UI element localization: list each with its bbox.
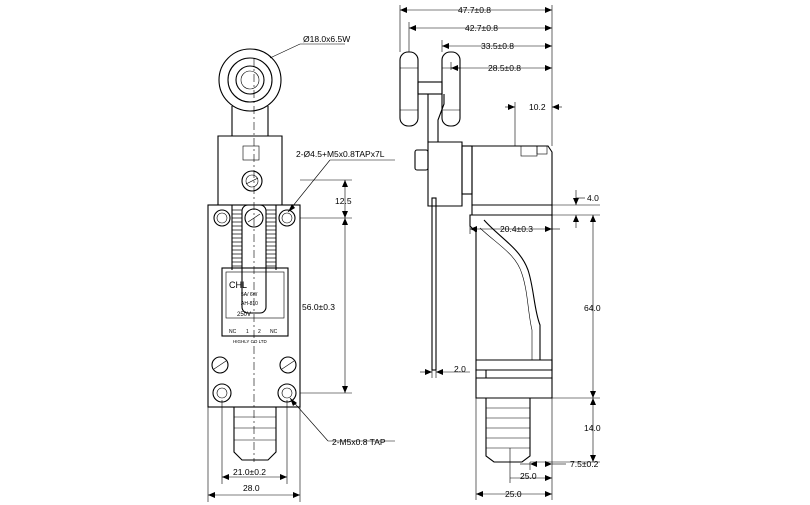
actuator-head-side: [427, 141, 463, 207]
mounting-hole-top-left: [213, 209, 231, 227]
mounting-hole-bottom-right: [277, 383, 297, 403]
dim-cap: 10.2: [529, 102, 546, 112]
head-cap-side: [471, 145, 553, 206]
roller-axle-side: [417, 81, 443, 95]
nameplate: CHL 5A/ 6W AH-810 250V NC 1 2 NC HIGHLY …: [221, 267, 289, 344]
plate-terminal-2: 2: [258, 329, 261, 335]
plate-model: AH-810: [241, 301, 258, 307]
plate-brand: CHL: [229, 280, 247, 290]
plate-maker: HIGHLY CO LTD: [233, 339, 268, 344]
front-dimensions: Ø18.0x6.5W 2-Ø4.5+M5x0.8TAPx7L 12.5 56.0…: [207, 34, 395, 502]
dim-overall-depth: 47.7±0.8: [458, 5, 491, 15]
dim-hole-spacing-vertical: 56.0±0.3: [302, 302, 335, 312]
dim-top-offset: 12.5: [335, 196, 352, 206]
lever-rod-side: [431, 197, 437, 371]
tap-top-label: 2-Ø4.5+M5x0.8TAPx7L: [296, 149, 385, 159]
roller-diameter-label: Ø18.0x6.5W: [303, 34, 350, 44]
dim-roller-mid: 33.5±0.8: [481, 41, 514, 51]
dim-step: 4.0: [587, 193, 599, 203]
roller-front: [218, 48, 282, 112]
tap-bottom-label: 2-M5x0.8 TAP: [332, 437, 386, 447]
dim-lever-offset: 20.4±0.3: [500, 224, 533, 234]
dim-body-height: 64.0: [584, 303, 601, 313]
dim-base-width: 25.0: [505, 489, 522, 499]
front-view: CHL 5A/ 6W AH-810 250V NC 1 2 NC HIGHLY …: [207, 48, 301, 462]
terminal-screw-right: [279, 356, 297, 374]
bellows-boot-front: [233, 406, 277, 461]
plate-rating: 5A/ 6W: [241, 292, 258, 298]
side-dimensions: 47.7±0.8 42.7±0.8 33.5±0.8 28.5±0.8 10.2…: [399, 5, 601, 500]
plate-terminal-1: 1: [246, 329, 249, 335]
lever-arm-side: [427, 94, 445, 143]
base-side: [475, 369, 553, 399]
plate-terminal-nc-left: NC: [229, 329, 237, 335]
dim-overall-width: 28.0: [243, 483, 260, 493]
plate-terminal-nc-right: NC: [270, 329, 278, 335]
plate-voltage: 250V: [237, 312, 251, 318]
roller-side-left: [399, 51, 419, 127]
mounting-hole-bottom-left: [212, 383, 232, 403]
dim-boot-offset: 7.5±0.2: [570, 459, 599, 469]
actuator-head-front: [217, 135, 283, 206]
dim-hole-spacing-horizontal: 21.0±0.2: [233, 467, 266, 477]
mounting-hole-top-right: [278, 209, 296, 227]
dim-boot-width: 25.0: [520, 471, 537, 481]
dim-roller-inner: 28.5±0.8: [488, 63, 521, 73]
terminal-screw-left: [211, 356, 229, 374]
head-screw-front: [241, 170, 263, 192]
dim-roller-outer: 42.7±0.8: [465, 23, 498, 33]
dim-boot-height: 14.0: [584, 423, 601, 433]
bellows-boot-side: [485, 397, 531, 463]
dim-lever-thickness: 2.0: [454, 364, 466, 374]
